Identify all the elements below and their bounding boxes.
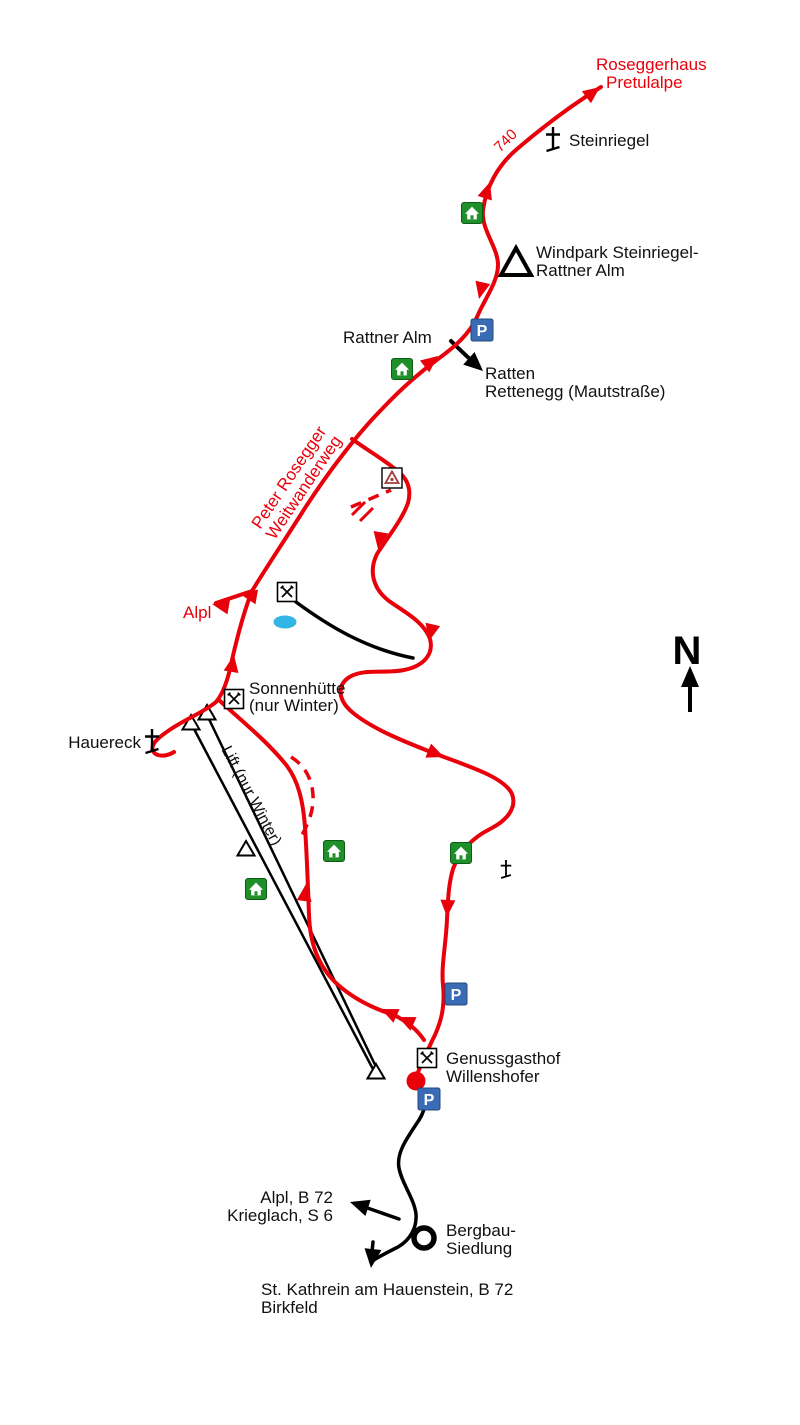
cross-icon: [499, 859, 513, 879]
hut-icon: [245, 878, 267, 900]
label-sonnenhuette-line2: (nur Winter): [249, 696, 339, 715]
bergbau-siedlung-icon: [411, 1225, 437, 1251]
trail-direction-arrow: [439, 899, 456, 918]
trail-direction-arrow: [477, 179, 498, 201]
label-rattner-alm: Rattner Alm: [343, 328, 432, 347]
trail-steps-marks: [350, 500, 375, 523]
label-windpark-line2: Rattner Alm: [536, 261, 625, 280]
hut-icon: [461, 202, 483, 224]
label-alpl-road-line2: Krieglach, S 6: [227, 1206, 333, 1225]
north-arrow: N: [673, 629, 702, 712]
north-arrow-head-icon: [681, 666, 699, 687]
restaurant-icon: [276, 581, 298, 603]
label-sonnenhuette-line1: Sonnenhütte: [249, 679, 345, 698]
label-windpark-line1: Windpark Steinriegel-: [536, 243, 699, 262]
label-kathrein-line2: Birkfeld: [261, 1298, 318, 1317]
hut-icon: [391, 358, 413, 380]
trail-direction-arrow: [581, 81, 605, 104]
label-alpl: Alpl: [183, 603, 211, 622]
trail-direction-arrow: [296, 883, 314, 902]
trail-winter-variant: [290, 755, 315, 841]
summit-cross-icon: [544, 125, 562, 153]
label-ratten-line2: Rettenegg (Mautstraße): [485, 382, 665, 401]
label-roseggerhaus-line2: Pretulalpe: [606, 73, 683, 92]
parking-icon: [470, 318, 494, 342]
label-hauereck: Hauereck: [68, 733, 141, 752]
restaurant-icon: [416, 1047, 438, 1069]
label-lift: Lift (nur Winter): [218, 743, 285, 848]
label-alpl-road-line1: Alpl, B 72: [260, 1188, 333, 1207]
windpark-peak-icon: [497, 243, 535, 277]
parking-icon: [417, 1087, 441, 1111]
lift-pylon-icon: [236, 840, 256, 857]
trail-east-leg: [338, 437, 516, 1080]
label-bergbau-line1: Bergbau-: [446, 1221, 516, 1240]
label-ratten-line1: Ratten: [485, 364, 535, 383]
label-steinriegel: Steinriegel: [569, 131, 649, 150]
road-valley: [372, 1080, 427, 1262]
trail-west-leg: [218, 699, 426, 1042]
hut-icon: [323, 840, 345, 862]
lift-line-1: [191, 726, 377, 1074]
monument-warning-icon: [381, 467, 403, 489]
lift-line-2: [206, 716, 380, 1072]
krieglach-arrow-icon: [347, 1193, 371, 1216]
trail-shortcut-dash: [350, 488, 392, 509]
trail-south-leg: [150, 589, 254, 758]
label-roseggerhaus-line1: Roseggerhaus: [596, 55, 707, 74]
label-kathrein-line1: St. Kathrein am Hauenstein, B 72: [261, 1280, 513, 1299]
trail-direction-arrow: [425, 743, 447, 764]
label-gasthof-line2: Willenshofer: [446, 1067, 540, 1086]
road-alpl-east: [294, 600, 415, 660]
restaurant-icon: [223, 688, 245, 710]
north-label: N: [673, 629, 702, 673]
hut-icon: [450, 842, 472, 864]
parking-icon: [444, 982, 468, 1006]
label-gasthof-line1: Genussgasthof: [446, 1049, 561, 1068]
pond-icon: [273, 615, 297, 629]
label-bergbau-line2: Siedlung: [446, 1239, 512, 1258]
trailhead-dot-icon: [406, 1071, 426, 1091]
